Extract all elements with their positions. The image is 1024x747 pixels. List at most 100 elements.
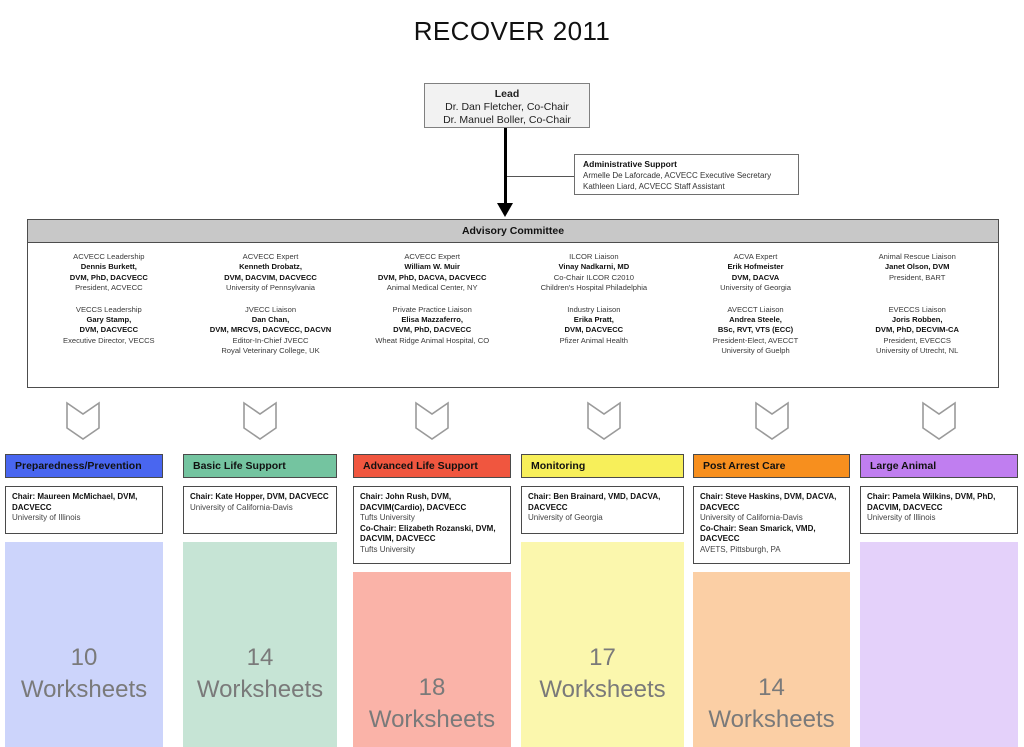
advisory-member-credentials: DVM, DACVECC — [564, 325, 624, 335]
advisory-member-role: ACVECC Expert — [242, 252, 299, 261]
chevron-down-icon — [583, 400, 625, 442]
advisory-member-name: Andrea Steele, — [729, 315, 782, 325]
lead-heading: Lead — [494, 88, 520, 100]
lead-box: Lead Dr. Dan Fletcher, Co-Chair Dr. Manu… — [424, 83, 590, 128]
advisory-member-affiliation: University of Pennsylvania — [225, 283, 316, 293]
chair-name: Chair: Ben Brainard, VMD, DACVA, DACVECC — [528, 492, 661, 512]
domain-column-chair-box: Chair: Pamela Wilkins, DVM, PhD, DACVIM,… — [860, 486, 1018, 534]
domain-column-header[interactable]: Large Animal — [860, 454, 1018, 478]
domain-column-header[interactable]: Advanced Life Support — [353, 454, 511, 478]
lead-member: Dr. Dan Fletcher, Co-Chair — [445, 101, 569, 113]
advisory-member-credentials: DVM, MRCVS, DACVECC, DACVN — [209, 325, 332, 335]
chair-affiliation: University of California-Davis — [700, 513, 803, 523]
chair-affiliation: University of Illinois — [12, 513, 81, 523]
domain-column-header[interactable]: Preparedness/Prevention — [5, 454, 163, 478]
chair-name: Chair: Steve Haskins, DVM, DACVA, DACVEC… — [700, 492, 837, 512]
domain-column-chair-box: Chair: John Rush, DVM, DACVIM(Cardio), D… — [353, 486, 511, 564]
advisory-member-role: Private Practice Liaison — [392, 304, 472, 314]
advisory-member-credentials: DVM, DACVA — [731, 272, 780, 282]
worksheets-count: 17 — [589, 644, 616, 671]
advisory-member-affiliation: President, EVECCS — [883, 335, 951, 345]
advisory-member-affiliation: University of Georgia — [720, 283, 791, 293]
advisory-member-credentials: BSc, RVT, VTS (ECC) — [717, 325, 794, 335]
chair-name: Chair: Pamela Wilkins, DVM, PhD, DACVIM,… — [867, 492, 996, 512]
advisory-member-name: Dan Chan, — [251, 315, 290, 325]
chair-affiliation: University of Georgia — [528, 513, 603, 523]
advisory-member-role: Animal Rescue Liaison — [878, 252, 956, 261]
advisory-member-role: Industry Liaison — [567, 304, 621, 314]
chair-name: Chair: John Rush, DVM, DACVIM(Cardio), D… — [360, 492, 467, 512]
domain-column-header[interactable]: Post Arrest Care — [693, 454, 850, 478]
advisory-member-role: AVECCT Liaison — [727, 304, 784, 314]
advisory-member-name: Vinay Nadkarni, MD — [558, 262, 630, 272]
chevron-down-icon — [751, 400, 793, 442]
admin-support-connector — [507, 176, 575, 177]
advisory-member-name: Janet Olson, DVM — [884, 262, 950, 272]
advisory-member-affiliation: Pfizer Animal Health — [559, 335, 629, 345]
chair-affiliation: University of Illinois — [867, 513, 936, 523]
admin-support-member: Kathleen Liard, ACVECC Staff Assistant — [583, 182, 725, 191]
page-title: RECOVER 2011 — [413, 16, 611, 46]
worksheets-label: Worksheets — [368, 706, 496, 733]
domain-column-header[interactable]: Monitoring — [521, 454, 684, 478]
worksheets-count: 14 — [246, 644, 274, 671]
domain-column-chair-box: Chair: Steve Haskins, DVM, DACVA, DACVEC… — [693, 486, 850, 564]
advisory-committee-header: Advisory Committee — [28, 220, 998, 243]
advisory-member-role: ACVECC Expert — [404, 252, 461, 261]
chevron-down-icon — [411, 400, 453, 442]
advisory-member-affiliation: Wheat Ridge Animal Hospital, CO — [375, 335, 490, 345]
domain-column-header[interactable]: Basic Life Support — [183, 454, 337, 478]
advisory-member-affiliation: Royal Veterinary College, UK — [221, 346, 320, 356]
chevron-down-icon — [62, 400, 104, 442]
advisory-member-role: ACVA Expert — [733, 252, 778, 261]
chair-affiliation: Tufts University — [360, 513, 415, 523]
advisory-member-name: Erik Hofmeister — [727, 262, 784, 272]
chair-name: Chair: Kate Hopper, DVM, DACVECC — [190, 492, 329, 501]
chair-affiliation: AVETS, Pittsburgh, PA — [700, 544, 781, 554]
chair-name: Chair: Maureen McMichael, DVM, DACVECC — [12, 492, 138, 512]
worksheets-label: Worksheets — [20, 676, 148, 703]
advisory-member-credentials: DVM, PhD, DACVECC — [393, 325, 472, 335]
advisory-member-affiliation: Children's Hospital Philadelphia — [540, 283, 648, 293]
advisory-member-name: Gary Stamp, — [86, 315, 132, 325]
advisory-member-credentials: DVM, PhD, DECVIM-CA — [875, 325, 959, 335]
advisory-member-role: ILCOR Liaison — [569, 252, 619, 261]
advisory-member-affiliation: Editor-In-Chief JVECC — [232, 335, 309, 345]
chevron-down-icon — [239, 400, 281, 442]
chair-affiliation: Tufts University — [360, 544, 415, 554]
advisory-member-affiliation: Animal Medical Center, NY — [386, 283, 478, 293]
admin-support-heading: Administrative Support — [583, 159, 677, 169]
advisory-member-affiliation: University of Utrecht, NL — [876, 346, 959, 356]
advisory-member-credentials: DVM, DACVECC — [79, 325, 139, 335]
advisory-member-credentials: DVM, PhD, DACVA, DACVECC — [377, 272, 487, 282]
advisory-member-role: EVECCS Liaison — [888, 304, 946, 314]
worksheets-label: Worksheets — [196, 676, 324, 703]
advisory-member-affiliation: President, ACVECC — [75, 283, 143, 293]
advisory-member-name: Erika Pratt, — [573, 315, 614, 325]
lead-to-advisory-connector — [504, 128, 507, 206]
advisory-member-credentials: DVM, PhD, DACVECC — [69, 272, 148, 282]
